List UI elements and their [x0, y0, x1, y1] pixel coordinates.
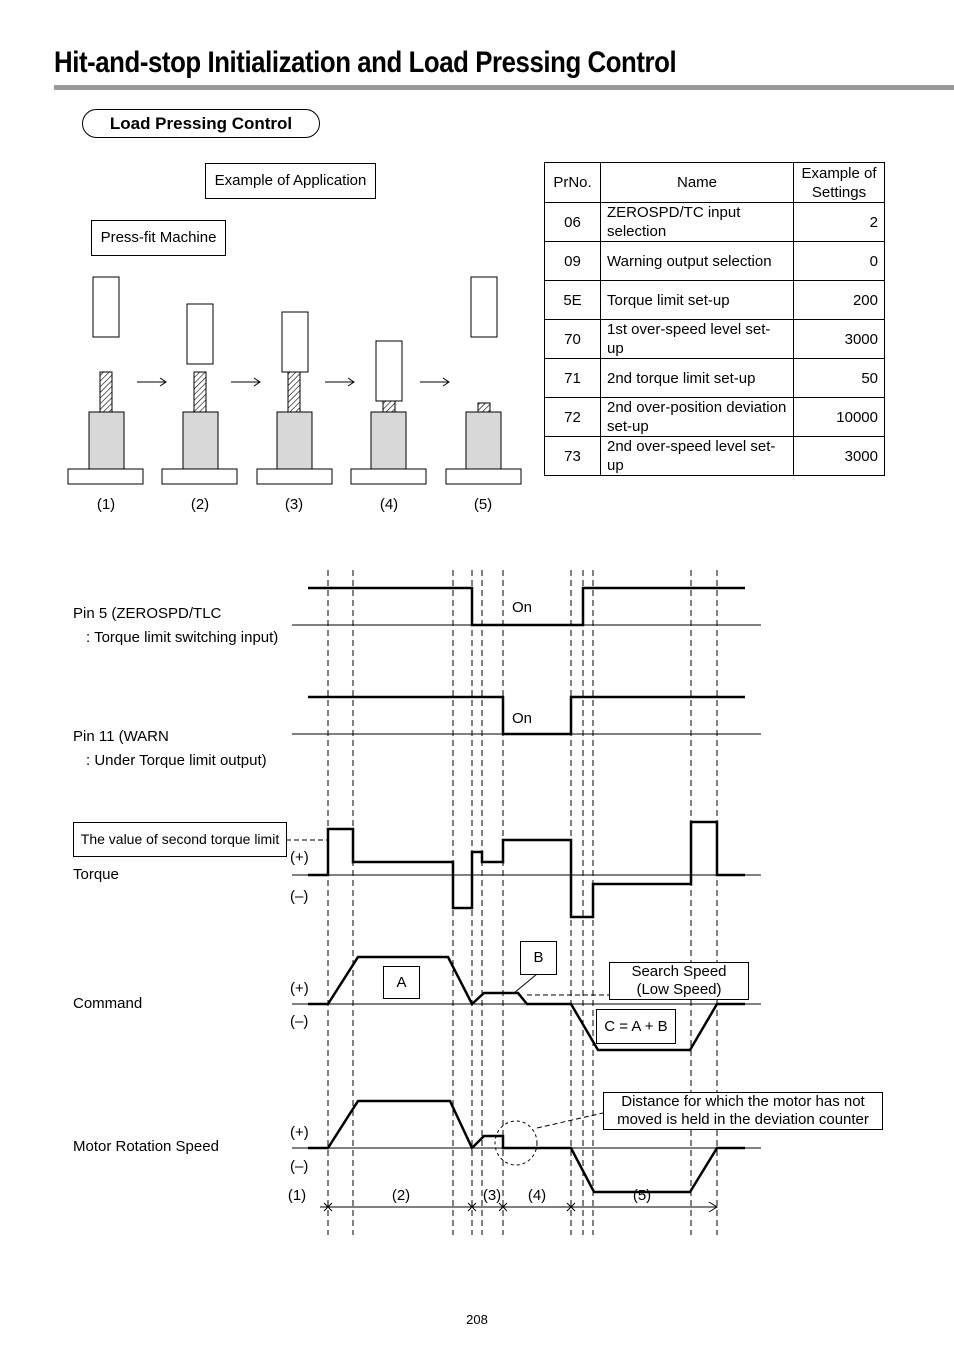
cell-value: 3000 — [793, 436, 885, 476]
table-row: 5E Torque limit set-up 200 — [544, 280, 885, 320]
press-fit-machine-label: Press-fit Machine — [91, 220, 226, 256]
torque-plus-label: (+) — [290, 849, 309, 866]
phase-label: (1) — [288, 1187, 306, 1204]
command-waveform — [308, 955, 745, 1052]
phase-label: (5) — [633, 1187, 651, 1204]
pin11-on-label: On — [512, 710, 533, 727]
press-fit-stage-2 — [161, 303, 238, 485]
phase-dimension-line — [320, 1201, 718, 1213]
torque-waveform — [308, 820, 745, 919]
command-plus-label: (+) — [290, 980, 309, 997]
pin11-label: Pin 11 (WARN — [73, 728, 169, 745]
cell-name: 2nd over-position deviation set-up — [600, 397, 794, 437]
cell-name: 2nd over-speed level set-up — [600, 436, 794, 476]
pin5-on-label: On — [512, 599, 533, 616]
search-speed-line1: Search Speed — [631, 963, 727, 980]
press-fit-stage-5 — [445, 276, 522, 485]
table-row: 72 2nd over-position deviation set-up 10… — [544, 397, 885, 437]
press-fit-stage-3 — [256, 311, 333, 485]
stage-arrows — [137, 377, 450, 387]
area-b-label: B — [520, 941, 557, 975]
cell-value: 0 — [793, 241, 885, 281]
phase-label: (4) — [528, 1187, 546, 1204]
title-underline — [54, 85, 954, 90]
pin5-sublabel: : Torque limit switching input) — [86, 629, 279, 646]
cell-value: 2 — [793, 202, 885, 242]
cell-name: 2nd torque limit set-up — [600, 358, 794, 398]
phase-label: (2) — [392, 1187, 410, 1204]
pin5-label: Pin 5 (ZEROSPD/TLC — [73, 605, 222, 622]
cell-prno: 71 — [544, 358, 601, 398]
stage-number: (1) — [97, 496, 115, 513]
header-prno: PrNo. — [544, 162, 601, 203]
cell-name: Warning output selection — [600, 241, 794, 281]
deviation-note-line1: Distance for which the motor has not — [621, 1093, 865, 1110]
cell-name: 1st over-speed level set-up — [600, 319, 794, 359]
command-label: Command — [73, 995, 143, 1012]
header-name: Name — [600, 162, 794, 203]
speed-minus-label: (–) — [290, 1158, 309, 1175]
second-torque-limit-label: The value of second torque limit — [73, 822, 287, 857]
stage-number: (3) — [285, 496, 303, 513]
press-fit-stage-1 — [67, 276, 144, 485]
cell-prno: 73 — [544, 436, 601, 476]
table-header-row: PrNo. Name Example of Settings — [544, 162, 885, 203]
press-fit-stage-4 — [350, 340, 427, 485]
deviation-note-line2: moved is held in the deviation counter — [617, 1111, 869, 1128]
table-row: 09 Warning output selection 0 — [544, 241, 885, 281]
b-leader — [513, 973, 538, 994]
distance-leader — [536, 1112, 604, 1129]
search-speed-label: Search Speed (Low Speed) — [609, 962, 749, 1000]
pin11-waveform — [308, 695, 745, 736]
cell-value: 10000 — [793, 397, 885, 437]
deviation-circle — [494, 1120, 538, 1166]
motor-speed-label: Motor Rotation Speed — [73, 1138, 219, 1155]
page-number: 208 — [466, 1312, 488, 1327]
table-row: 70 1st over-speed level set-up 3000 — [544, 319, 885, 359]
stage-number: (4) — [380, 496, 398, 513]
cell-prno: 09 — [544, 241, 601, 281]
command-minus-label: (–) — [290, 1013, 309, 1030]
cell-name: Torque limit set-up — [600, 280, 794, 320]
area-c-label: C = A + B — [596, 1009, 676, 1044]
section-label: Load Pressing Control — [82, 109, 320, 138]
stage-number: (5) — [474, 496, 492, 513]
phase-dashed-lines — [327, 570, 718, 1235]
pin5-waveform — [308, 586, 745, 627]
cell-value: 200 — [793, 280, 885, 320]
stage-number: (2) — [191, 496, 209, 513]
phase-label: (3) — [483, 1187, 501, 1204]
deviation-counter-note: Distance for which the motor has not mov… — [603, 1092, 883, 1130]
motor-speed-waveform — [308, 1099, 745, 1194]
area-a-label: A — [383, 966, 420, 999]
table-row: 73 2nd over-speed level set-up 3000 — [544, 436, 885, 476]
parameter-table: PrNo. Name Example of Settings 06 ZEROSP… — [544, 162, 885, 476]
search-speed-line2: (Low Speed) — [636, 981, 722, 998]
cell-prno: 5E — [544, 280, 601, 320]
example-of-application-label: Example of Application — [205, 163, 376, 199]
torque-label: Torque — [73, 866, 119, 883]
header-settings: Example of Settings — [793, 162, 885, 203]
pin11-sublabel: : Under Torque limit output) — [86, 752, 267, 769]
speed-plus-label: (+) — [290, 1124, 309, 1141]
page-title: Hit-and-stop Initialization and Load Pre… — [54, 46, 677, 79]
cell-value: 3000 — [793, 319, 885, 359]
torque-minus-label: (–) — [290, 888, 309, 905]
